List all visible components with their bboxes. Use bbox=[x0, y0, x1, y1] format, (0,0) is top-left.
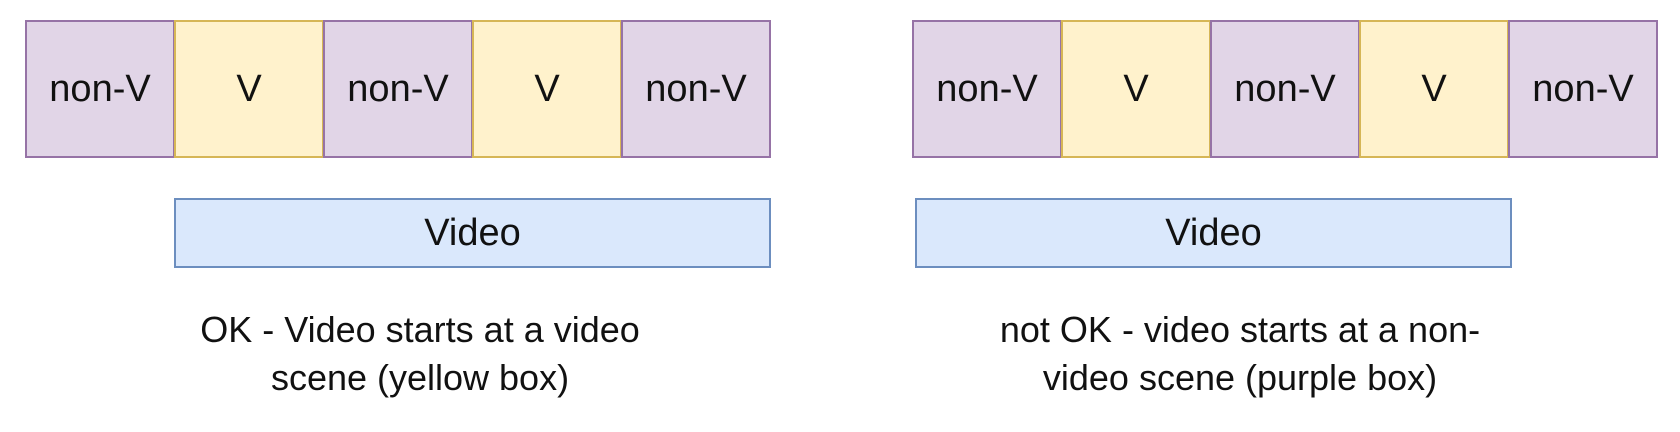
left-scene-1-non-video: non-V bbox=[25, 20, 175, 158]
right-scene-2-video: V bbox=[1061, 20, 1211, 158]
left-scene-strip: non-V V non-V V non-V bbox=[25, 20, 771, 158]
right-scene-3-non-video: non-V bbox=[1210, 20, 1360, 158]
right-scene-5-non-video: non-V bbox=[1508, 20, 1658, 158]
left-scene-2-video: V bbox=[174, 20, 324, 158]
left-scene-4-video: V bbox=[472, 20, 622, 158]
right-caption-line-2: video scene (purple box) bbox=[1042, 357, 1438, 398]
right-caption-line-1: not OK - video starts at a non- bbox=[999, 309, 1481, 350]
right-scene-strip: non-V V non-V V non-V bbox=[912, 20, 1658, 158]
left-scene-5-non-video: non-V bbox=[621, 20, 771, 158]
right-scene-1-non-video: non-V bbox=[912, 20, 1062, 158]
left-scene-3-non-video: non-V bbox=[323, 20, 473, 158]
right-caption: not OK - video starts at a non- video sc… bbox=[900, 306, 1580, 402]
left-caption-line-2: scene (yellow box) bbox=[270, 357, 570, 398]
right-scene-4-video: V bbox=[1359, 20, 1509, 158]
left-caption: OK - Video starts at a video scene (yell… bbox=[120, 306, 720, 402]
right-video-bar: Video bbox=[915, 198, 1512, 268]
left-video-bar: Video bbox=[174, 198, 771, 268]
left-caption-line-1: OK - Video starts at a video bbox=[200, 309, 640, 350]
